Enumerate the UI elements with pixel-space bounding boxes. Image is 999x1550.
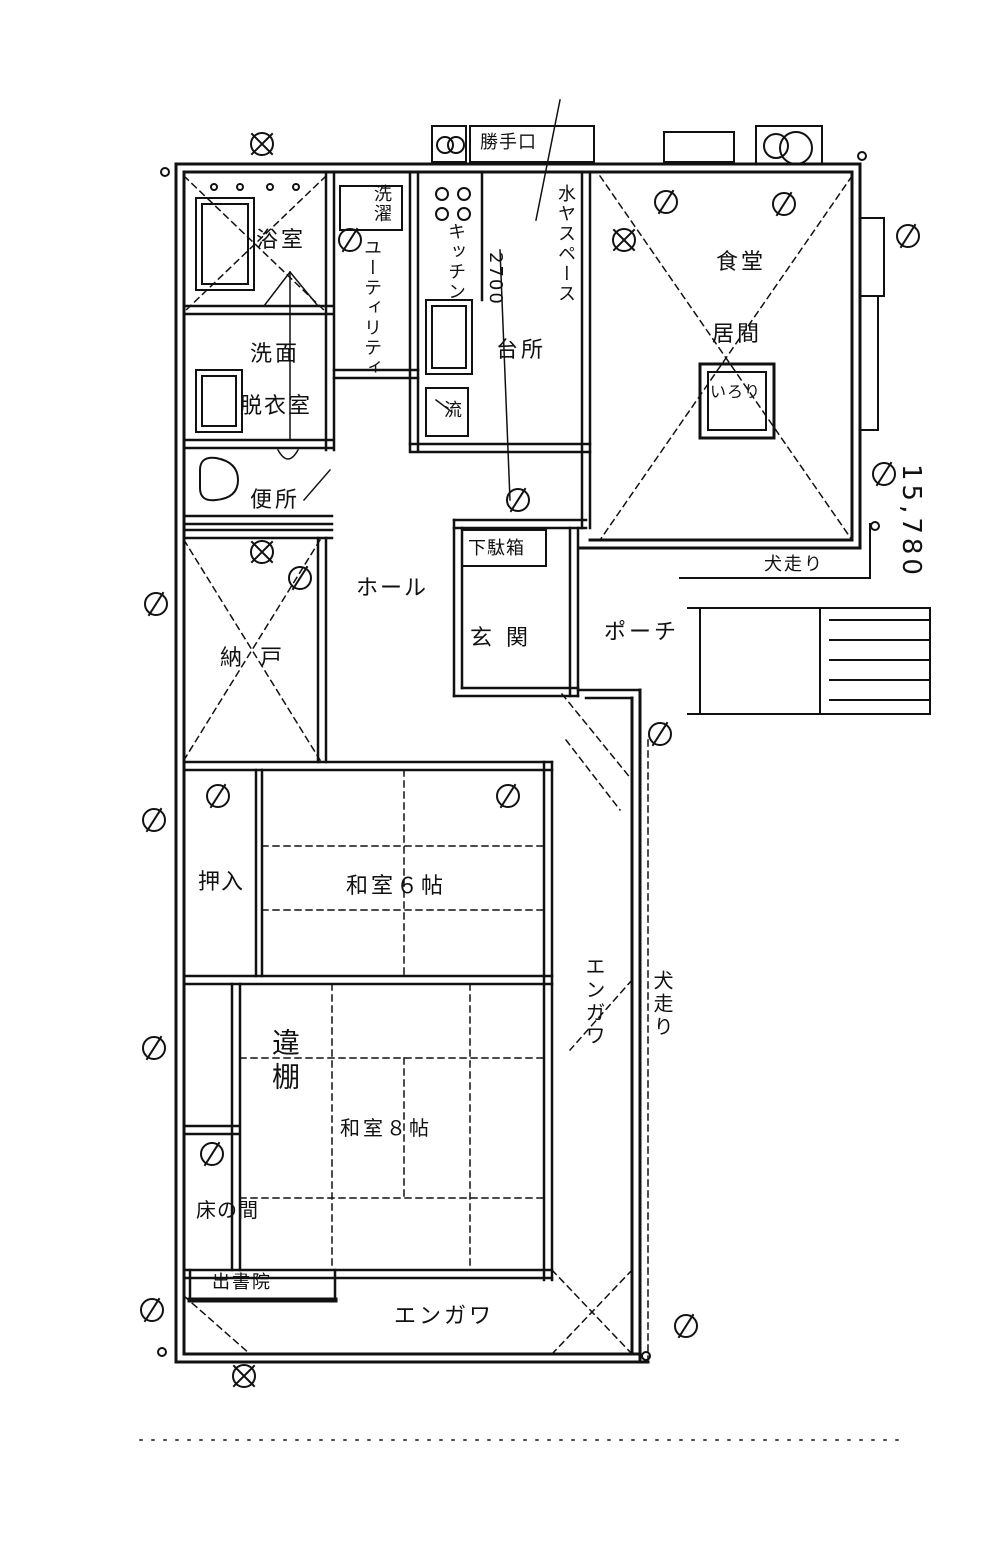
label-laundry: 洗濯: [371, 184, 392, 224]
label-water-space: 水ヤスペース: [555, 184, 576, 304]
ceiling-lights: [140, 132, 920, 1388]
fixtures: [195, 125, 931, 715]
label-kitchen-width: 2700: [485, 252, 506, 306]
label-tatami8: 和室８帖: [340, 1116, 432, 1140]
label-hall: ホール: [356, 576, 429, 601]
label-shoe-box: 下駄箱: [468, 538, 525, 559]
label-storage: 納戸: [220, 646, 301, 671]
label-drip-edge-top: 犬走り: [764, 554, 824, 575]
label-utility: ユーティリティ: [361, 238, 382, 378]
interior-walls: [182, 170, 642, 1303]
exterior-walls: [174, 162, 862, 1364]
label-service-door: 勝手口: [480, 132, 537, 153]
label-sink: 流: [444, 400, 464, 421]
label-living: 居間: [712, 322, 763, 347]
label-closet: 押入: [198, 870, 245, 895]
label-tokonoma: 床の間: [196, 1198, 259, 1222]
label-dining: 食堂: [716, 250, 767, 275]
label-washroom: 洗面: [250, 342, 301, 367]
label-engawa-side: エンガワ: [582, 956, 606, 1048]
label-dimension-total: 15,780: [896, 464, 926, 579]
label-irori: いろり: [710, 382, 762, 401]
label-kitchen: キッチン: [445, 222, 466, 302]
label-entrance: 玄関: [470, 626, 543, 651]
label-toilet: 便所: [250, 488, 301, 513]
label-porch: ポーチ: [604, 620, 680, 645]
label-drip-edge-right: 犬走り: [650, 970, 674, 1039]
door-swings: [262, 99, 561, 502]
hidden-lines: [139, 174, 901, 1441]
label-engawa-bottom: エンガワ: [394, 1304, 495, 1329]
label-study-window: 出書院: [212, 1272, 272, 1293]
label-kitchen-area: 台所: [496, 338, 547, 363]
label-tatami6: 和室６帖: [346, 874, 447, 899]
label-bath: 浴室: [256, 228, 307, 253]
label-shelves: 違棚: [268, 1028, 301, 1096]
label-dressing: 脱衣室: [240, 394, 313, 419]
